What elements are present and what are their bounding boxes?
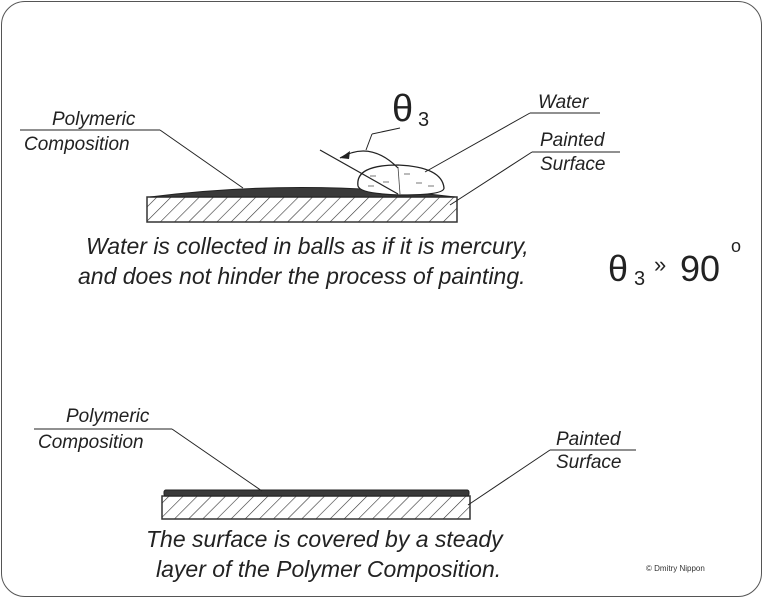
bottom-panel: Polymeric Composition Painted Surface Th…: [34, 406, 705, 582]
bottom-caption-line2: layer of the Polymer Composition.: [156, 556, 501, 582]
bottom-substrate: [161, 495, 471, 520]
top-painted-label-line1: Painted: [540, 130, 606, 151]
relation-degree: o: [731, 236, 741, 256]
contact-angle-tangent: [319, 149, 399, 195]
relation-subscript: 3: [634, 268, 645, 290]
relation-value: 90: [680, 248, 720, 289]
top-panel: θ 3 Polymeric Composition Water Painted …: [20, 88, 741, 290]
bottom-painted-leader: [467, 449, 551, 506]
bottom-polymeric-leader: [171, 428, 263, 492]
top-polymeric-label-line1: Polymeric: [52, 109, 136, 130]
water-droplet: [357, 164, 445, 196]
bottom-painted-label-line1: Painted: [556, 429, 622, 450]
top-caption-line1: Water is collected in balls as if it is …: [86, 233, 529, 259]
copyright-notice: © Dmitry Nippon: [646, 564, 705, 573]
top-polymeric-label-line2: Composition: [24, 134, 130, 155]
relation-theta: θ: [608, 248, 628, 289]
top-caption-line2: and does not hinder the process of paint…: [78, 263, 526, 289]
top-painted-leader: [449, 151, 533, 206]
bottom-polymer-layer: [163, 489, 470, 497]
angle-theta-symbol: θ: [392, 88, 413, 130]
water-label: Water: [538, 92, 589, 113]
contact-angle-arrowhead: [340, 151, 350, 159]
bottom-polymeric-label-line2: Composition: [38, 432, 144, 453]
bottom-polymeric-label-line1: Polymeric: [66, 406, 150, 427]
theta-leader: [371, 127, 401, 135]
bottom-painted-label-line2: Surface: [556, 452, 621, 473]
water-leader: [424, 112, 531, 173]
bottom-caption-line1: The surface is covered by a steady: [146, 526, 504, 552]
top-substrate: [146, 196, 458, 223]
relation-operator: »: [654, 252, 666, 277]
angle-theta-subscript: 3: [418, 109, 429, 131]
top-painted-label-line2: Surface: [540, 154, 605, 175]
top-polymeric-leader: [159, 129, 244, 189]
